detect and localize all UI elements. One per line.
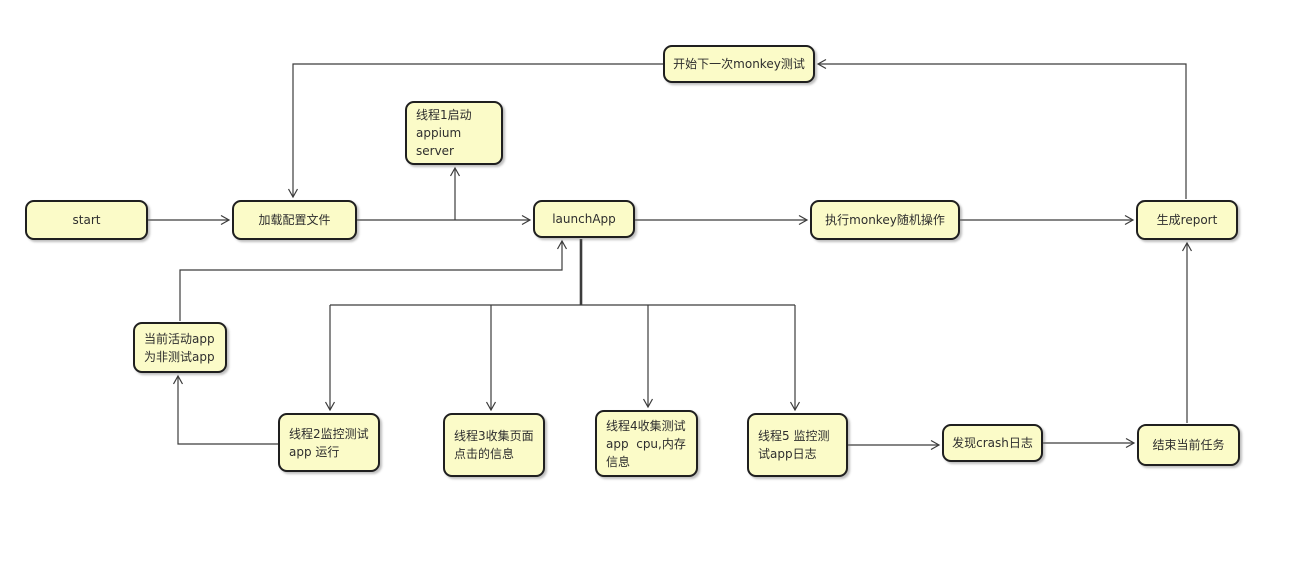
node-gen-report-label: 生成report xyxy=(1156,213,1218,227)
node-launch-app[interactable]: launchApp xyxy=(533,200,635,238)
node-thread4-label: 线程4收集测试 app cpu,内存 信息 xyxy=(606,418,686,469)
node-thread1-start-appium-server[interactable]: 线程1启动 appium server xyxy=(405,101,503,165)
edge-thread2-to-current-app xyxy=(172,374,278,445)
node-crash-log-label: 发现crash日志 xyxy=(952,436,1033,450)
node-current-app-not-under-test[interactable]: 当前活动app 为非测试app xyxy=(133,322,227,373)
edge-gen-report-to-next-monkey xyxy=(816,58,1187,199)
node-thread2-label: 线程2监控测试 app 运行 xyxy=(289,426,369,459)
node-next-monkey-label: 开始下一次monkey测试 xyxy=(673,57,805,71)
node-load-config-label: 加载配置文件 xyxy=(258,213,331,227)
node-start-next-monkey-test[interactable]: 开始下一次monkey测试 xyxy=(663,45,815,83)
node-current-app-label: 当前活动app 为非测试app xyxy=(144,331,215,364)
node-thread2-monitor-app-running[interactable]: 线程2监控测试 app 运行 xyxy=(278,413,380,472)
node-thread1-label: 线程1启动 appium server xyxy=(416,108,472,158)
node-thread3-label: 线程3收集页面 点击的信息 xyxy=(454,429,534,461)
node-thread3-collect-click-info[interactable]: 线程3收集页面 点击的信息 xyxy=(443,413,545,477)
node-found-crash-log[interactable]: 发现crash日志 xyxy=(942,424,1043,462)
node-thread5-monitor-app-log[interactable]: 线程5 监控测 试app日志 xyxy=(747,413,848,477)
node-monkey-ops-label: 执行monkey随机操作 xyxy=(825,213,945,227)
edge-current-app-to-launch-app xyxy=(179,239,568,321)
node-thread5-label: 线程5 监控测 试app日志 xyxy=(758,429,830,461)
node-launch-app-label: launchApp xyxy=(552,212,616,226)
edge-next-monkey-to-load-config xyxy=(287,63,663,199)
node-start-label: start xyxy=(72,213,101,227)
node-start[interactable]: start xyxy=(25,200,148,240)
node-load-config-file[interactable]: 加载配置文件 xyxy=(232,200,357,240)
node-end-current-task[interactable]: 结束当前任务 xyxy=(1137,424,1240,466)
node-generate-report[interactable]: 生成report xyxy=(1136,200,1238,240)
node-end-task-label: 结束当前任务 xyxy=(1152,438,1225,452)
node-thread4-collect-cpu-memory[interactable]: 线程4收集测试 app cpu,内存 信息 xyxy=(595,410,698,477)
node-run-monkey-random-ops[interactable]: 执行monkey随机操作 xyxy=(810,200,960,240)
